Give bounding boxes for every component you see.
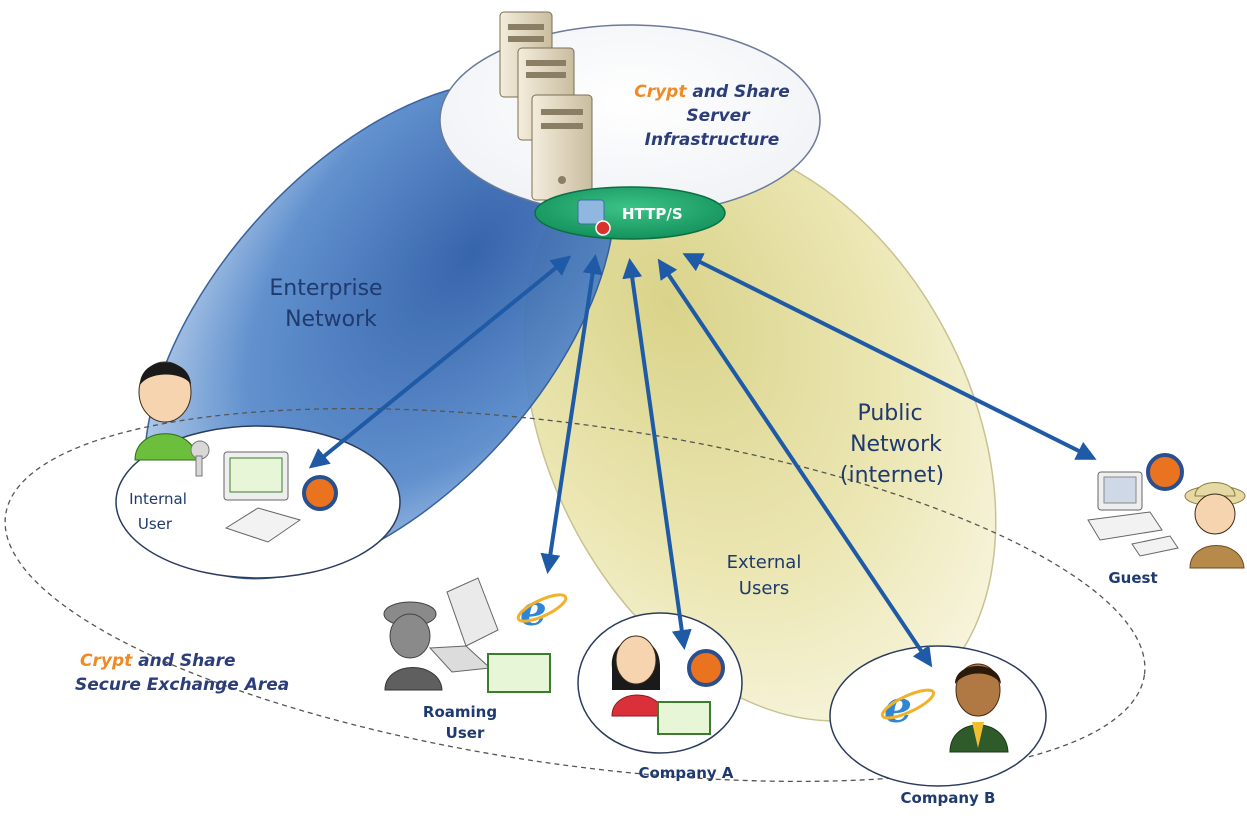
- roaming-user-person-icon: [383, 601, 443, 691]
- guest-computer-icon: [1087, 471, 1179, 557]
- secure-document-icon: [657, 701, 711, 735]
- infrastructure-label: Crypt and Share: [634, 82, 790, 102]
- https-gateway: HTTP/S: [534, 186, 726, 240]
- server-stack-icon: [499, 11, 593, 201]
- lock-badge-icon: [595, 220, 611, 236]
- roaming-user-label-line1: Roaming: [423, 703, 497, 721]
- external-users-label-line1: External: [727, 552, 802, 573]
- firefox-icon: [302, 475, 338, 511]
- secure-area-brand: Crypt: [80, 651, 133, 671]
- workstation-icon: [223, 451, 302, 543]
- secure-area-label: Crypt and Share: [80, 651, 236, 671]
- company-b-label: Company B: [901, 789, 996, 807]
- public-network-label-line2: Network: [850, 432, 942, 457]
- infrastructure-line3: Infrastructure: [645, 130, 780, 150]
- firefox-icon: [687, 649, 725, 687]
- public-network-label-line1: Public: [857, 401, 922, 426]
- company-a-person-icon: [611, 635, 665, 717]
- company-b-person-icon: [949, 663, 1009, 753]
- gateway-label: HTTP/S: [622, 205, 683, 223]
- guest-person-icon: [1184, 482, 1246, 569]
- enterprise-network-label-line1: Enterprise: [269, 276, 382, 301]
- secure-exchange-area: [4, 407, 1146, 783]
- infrastructure-line1-rest: and Share: [686, 82, 789, 102]
- arrow-guest: [682, 253, 1097, 460]
- laptop-icon: [428, 577, 499, 673]
- infrastructure-brand: Crypt: [634, 82, 687, 102]
- external-users-label-line2: Users: [739, 578, 789, 599]
- roaming-user-label-line2: User: [446, 724, 485, 742]
- internet-explorer-icon: e: [516, 586, 568, 635]
- gateway-icon: [577, 199, 605, 225]
- company-a-label: Company A: [638, 764, 733, 782]
- arrow-internal-user: [308, 255, 572, 469]
- enterprise-network-label-line2: Network: [285, 307, 377, 332]
- internal-user-person-icon: [134, 361, 198, 461]
- company-b-node: [829, 645, 1047, 787]
- firefox-icon: [1146, 453, 1184, 491]
- connection-arrows: [308, 253, 1097, 668]
- guest-label: Guest: [1108, 569, 1157, 587]
- arrow-roaming-user: [540, 254, 603, 574]
- internal-user-label-line2: User: [138, 515, 173, 533]
- secure-area-line1-rest: and Share: [132, 651, 235, 671]
- key-icon: [190, 440, 210, 477]
- internal-user-label-line1: Internal: [129, 490, 187, 508]
- secure-area-line2: Secure Exchange Area: [75, 675, 289, 695]
- internet-explorer-icon: e: [880, 682, 936, 733]
- infrastructure-line2: Server: [686, 106, 751, 126]
- public-network-label-line3: (internet): [840, 463, 944, 488]
- secure-document-icon: [487, 653, 551, 693]
